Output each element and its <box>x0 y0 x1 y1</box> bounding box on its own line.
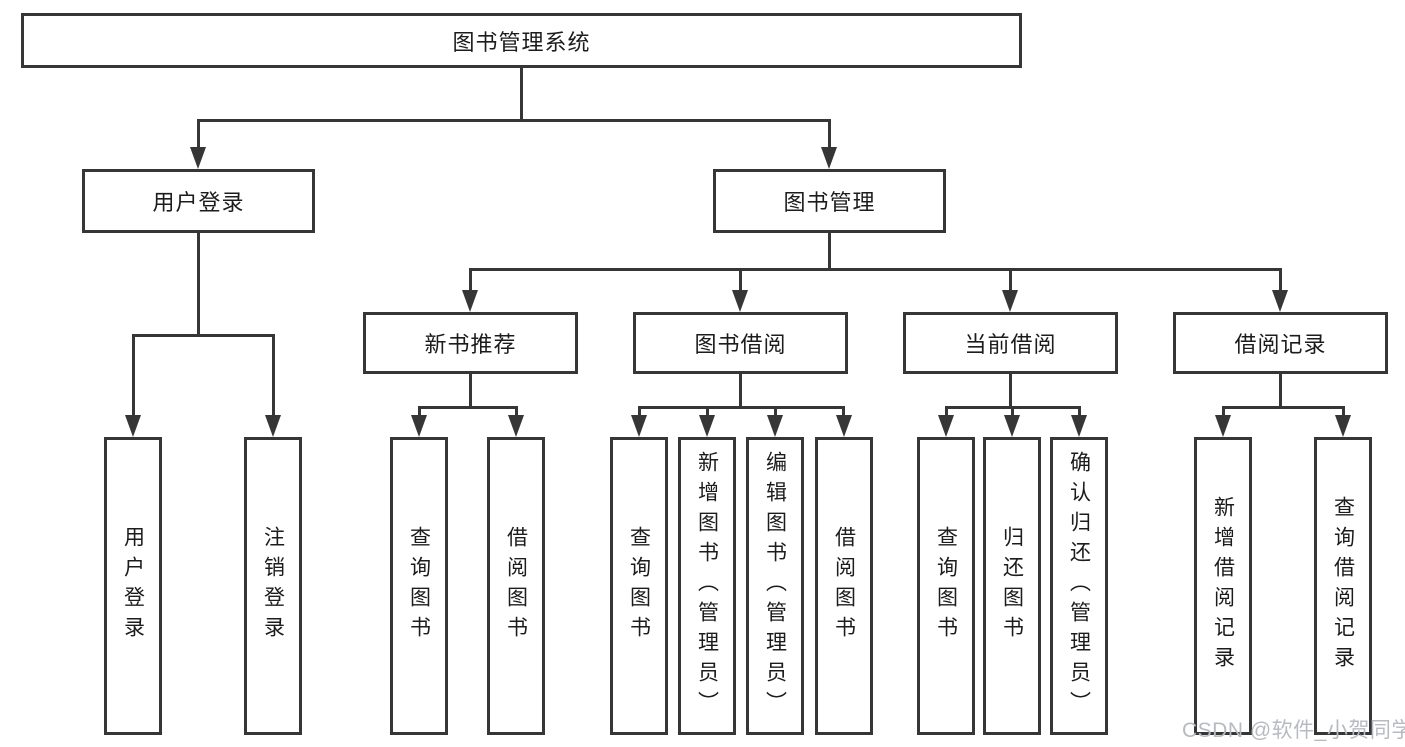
connector-line <box>828 232 831 271</box>
connector-line <box>197 119 831 122</box>
leaf-label: 新增图书（管理员） <box>695 451 719 721</box>
arrow-down-icon <box>631 415 647 437</box>
node-borrow-records: 借阅记录 <box>1173 312 1388 374</box>
arrow-down-icon <box>1002 290 1018 312</box>
arrow-down-icon <box>767 415 783 437</box>
connector-line <box>1342 406 1345 418</box>
connector-line <box>1279 268 1282 292</box>
arrow-down-icon <box>1215 415 1231 437</box>
arrow-down-icon <box>699 415 715 437</box>
connector-line <box>1222 406 1345 409</box>
connector-line <box>418 406 517 409</box>
leaf-query-books-current: 查询图书 <box>917 437 975 735</box>
leaf-user-login: 用户登录 <box>104 437 162 735</box>
node-current-borrow: 当前借阅 <box>903 312 1118 374</box>
arrow-down-icon <box>411 415 427 437</box>
leaf-query-books-borrow: 查询图书 <box>610 437 668 735</box>
connector-line <box>515 406 518 418</box>
connector-line <box>418 406 421 418</box>
leaf-borrow-books-recommend: 借阅图书 <box>487 437 545 735</box>
connector-line <box>520 66 523 121</box>
connector-line <box>1009 268 1012 292</box>
node-book-management: 图书管理 <box>713 169 946 233</box>
leaf-borrow-books: 借阅图书 <box>815 437 873 735</box>
connector-line <box>469 373 472 409</box>
connector-line <box>469 268 1281 271</box>
connector-line <box>1279 373 1282 409</box>
arrow-down-icon <box>125 415 141 437</box>
leaf-query-books-recommend: 查询图书 <box>390 437 448 735</box>
leaf-label: 编辑图书（管理员） <box>763 451 787 721</box>
connector-line <box>706 406 709 418</box>
connector-line <box>739 373 742 409</box>
connector-line <box>1011 406 1014 418</box>
arrow-down-icon <box>508 415 524 437</box>
leaf-label: 用户登录 <box>121 526 145 646</box>
leaf-return-books: 归还图书 <box>983 437 1041 735</box>
connector-line <box>638 406 844 409</box>
leaf-add-books-admin: 新增图书（管理员） <box>678 437 736 735</box>
leaf-label: 新增借阅记录 <box>1211 496 1235 676</box>
leaf-label: 注销登录 <box>261 526 285 646</box>
leaf-label: 归还图书 <box>1000 526 1024 646</box>
arrow-down-icon <box>1004 415 1020 437</box>
leaf-confirm-return-admin: 确认归还（管理员） <box>1050 437 1108 735</box>
connector-line <box>774 406 777 418</box>
connector-line <box>1078 406 1081 418</box>
connector-line <box>638 406 641 418</box>
arrow-down-icon <box>265 415 281 437</box>
node-root: 图书管理系统 <box>21 13 1022 68</box>
arrow-down-icon <box>462 290 478 312</box>
connector-line <box>1222 406 1225 418</box>
connector-line <box>272 334 275 417</box>
arrow-down-icon <box>1071 415 1087 437</box>
leaf-edit-books-admin: 编辑图书（管理员） <box>746 437 804 735</box>
arrow-down-icon <box>732 290 748 312</box>
connector-line <box>132 334 274 337</box>
node-book-borrow: 图书借阅 <box>633 312 848 374</box>
connector-line <box>1009 373 1012 409</box>
connector-line <box>197 232 200 336</box>
arrow-down-icon <box>938 415 954 437</box>
leaf-label: 查询图书 <box>934 526 958 646</box>
leaf-label: 借阅图书 <box>504 526 528 646</box>
connector-line <box>132 334 135 417</box>
connector-line <box>197 119 200 151</box>
connector-line <box>842 406 845 418</box>
leaf-label: 确认归还（管理员） <box>1067 451 1091 721</box>
leaf-query-borrow-record: 查询借阅记录 <box>1314 437 1372 735</box>
connector-line <box>469 268 472 292</box>
arrow-down-icon <box>836 415 852 437</box>
connector-line <box>828 119 831 151</box>
leaf-logout: 注销登录 <box>244 437 302 735</box>
leaf-label: 查询图书 <box>407 526 431 646</box>
arrow-down-icon <box>1272 290 1288 312</box>
leaf-label: 查询图书 <box>627 526 651 646</box>
arrow-down-icon <box>190 147 206 169</box>
arrow-down-icon <box>1335 415 1351 437</box>
connector-line <box>945 406 948 418</box>
connector-line <box>739 268 742 292</box>
leaf-label: 查询借阅记录 <box>1331 496 1355 676</box>
watermark-text: CSDN @软件_小贺同学 <box>1182 719 1405 742</box>
node-user-login: 用户登录 <box>82 169 315 233</box>
leaf-label: 借阅图书 <box>832 526 856 646</box>
node-new-book-recommend: 新书推荐 <box>363 312 578 374</box>
leaf-add-borrow-record: 新增借阅记录 <box>1194 437 1252 735</box>
arrow-down-icon <box>821 147 837 169</box>
